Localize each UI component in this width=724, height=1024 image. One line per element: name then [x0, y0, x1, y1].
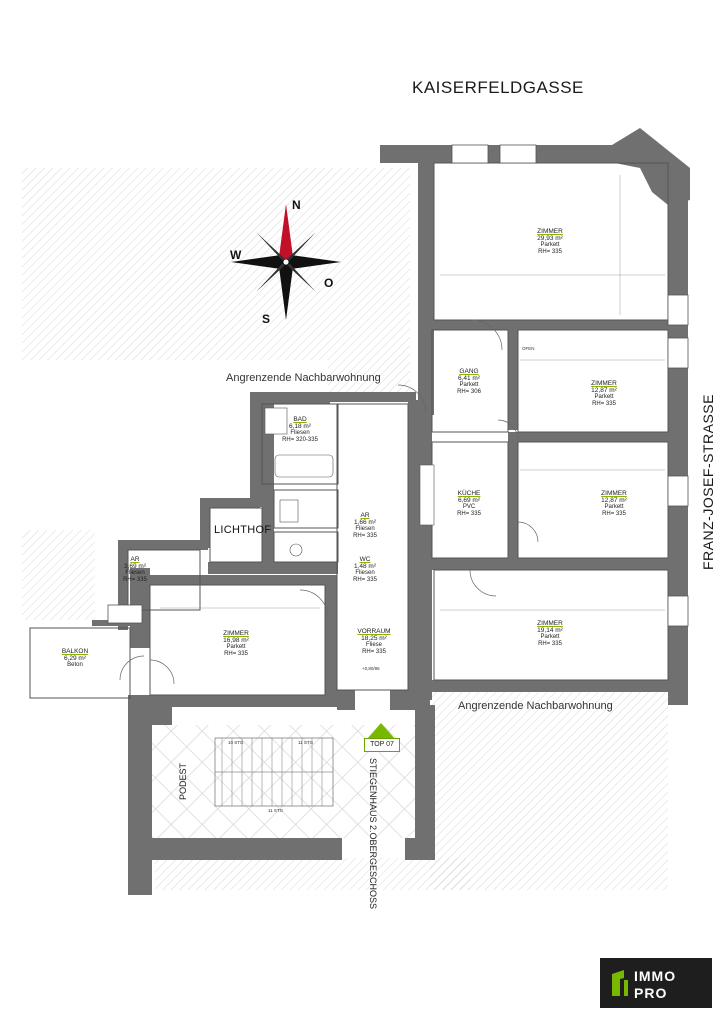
room-area: 1,66 m²	[353, 519, 377, 526]
entrance-marker-icon	[367, 723, 395, 739]
top-tag: TOP 07	[364, 738, 400, 752]
room-height: RH= 320-335	[282, 437, 318, 443]
stair-steps	[221, 738, 323, 806]
room-floor: Parkett	[540, 634, 560, 640]
room-floor: Parkett	[459, 382, 479, 388]
room-name: ZIMMER	[601, 490, 627, 497]
room-height: RH= 335	[592, 401, 616, 407]
room-kueche: KÜCHE 6,69 m² PVC RH= 335	[444, 490, 494, 518]
room-area: 18,25 m²	[361, 635, 387, 642]
room-zimmer-3: ZIMMER 12,87 m² Parkett RH= 335	[584, 490, 644, 518]
street-kaiserfeldgasse: KAISERFELDGASSE	[412, 78, 584, 97]
stairs-label: STIEGENHAUS 2.OBERGESCHOSS	[368, 758, 378, 910]
room-height: RH= 335	[362, 649, 386, 655]
room-height: RH= 335	[457, 511, 481, 517]
room-name: BAD	[293, 416, 307, 423]
neighbor-label-left: Angrenzende Nachbarwohnung	[226, 372, 381, 384]
stair-count-1: 10 STG	[228, 740, 244, 745]
room-zimmer-4: ZIMMER 16,98 m² Parkett RH= 335	[206, 630, 266, 658]
room-floor: Fliesen	[355, 526, 375, 532]
room-floor: Beton	[67, 662, 83, 668]
room-area: 29,93 m²	[537, 235, 563, 242]
lichthof-label: LICHTHOF	[214, 524, 272, 536]
room-name: VORRAUM	[357, 628, 391, 635]
room-floor: Parkett	[226, 644, 246, 650]
room-floor: PVC	[462, 504, 476, 510]
room-name: KÜCHE	[457, 490, 481, 497]
room-name: ZIMMER	[591, 380, 617, 387]
compass-west: W	[230, 248, 242, 262]
logo-mark-icon	[612, 970, 628, 996]
compass-north: N	[292, 198, 301, 212]
room-zimmer-1: ZIMMER 29,93 m² Parkett RH= 335	[520, 228, 580, 256]
room-area: 16,98 m²	[223, 637, 249, 644]
room-floor: Parkett	[594, 394, 614, 400]
stair-count-3: 11 STG	[268, 808, 284, 813]
room-wc: WC 1,48 m² Fliesen RH= 335	[340, 556, 390, 584]
room-area: 12,87 m²	[601, 497, 627, 504]
neighbor-area-stair-bottom	[155, 858, 470, 890]
podest-label: PODEST	[178, 762, 188, 800]
room-height: RH= 335	[224, 651, 248, 657]
room-height: RH= 306	[457, 389, 481, 395]
room-area: 6,18 m²	[288, 423, 312, 430]
room-name: ZIMMER	[537, 620, 563, 627]
immopro-logo: IMMO PRO	[600, 958, 712, 1008]
room-name: BALKON	[61, 648, 89, 655]
level-label: +0,80/86	[362, 666, 380, 671]
room-height: RH= 335	[123, 577, 147, 583]
room-area: 6,69 m²	[457, 497, 481, 504]
room-height: RH= 335	[353, 533, 377, 539]
room-name: AR	[360, 512, 370, 519]
room-height: RH= 335	[602, 511, 626, 517]
room-zimmer-5: ZIMMER 19,14 m² Parkett RH= 335	[520, 620, 580, 648]
room-area: 19,14 m²	[537, 627, 563, 634]
neighbor-area-left-lower	[22, 530, 95, 620]
room-floor: Fliesen	[290, 430, 310, 436]
room-floor: Parkett	[604, 504, 624, 510]
room-name: ZIMMER	[223, 630, 249, 637]
neighbor-area-left	[22, 168, 410, 392]
room-area: 12,87 m²	[591, 387, 617, 394]
room-bad: BAD 6,18 m² Fliesen RH= 320-335	[268, 416, 332, 444]
room-floor: Fliesen	[355, 570, 375, 576]
logo-line-2: PRO	[634, 985, 668, 1001]
room-area: 3,69 m²	[123, 563, 147, 570]
room-height: RH= 335	[538, 641, 562, 647]
room-name: ZIMMER	[537, 228, 563, 235]
room-area: 6,29 m²	[63, 655, 87, 662]
room-balkon: BALKON 6,29 m² Beton	[50, 648, 100, 669]
room-height: RH= 335	[538, 249, 562, 255]
room-floor: Fliesen	[125, 570, 145, 576]
room-ar-2: AR 3,69 m² Fliesen RH= 335	[110, 556, 160, 584]
compass-rose	[231, 204, 341, 320]
room-area: 1,48 m²	[353, 563, 377, 570]
room-name: AR	[130, 556, 140, 563]
street-franz-josef-strasse: FRANZ-JOSEF-STRASSE	[700, 394, 716, 570]
stair-count-2: 11 STG	[298, 740, 314, 745]
logo-line-1: IMMO	[634, 968, 677, 984]
neighbor-area-bottom	[430, 690, 668, 890]
compass-south: S	[262, 312, 271, 326]
room-ar-1: AR 1,66 m² Fliesen RH= 335	[340, 512, 390, 540]
room-zimmer-2: ZIMMER 12,87 m² Parkett RH= 335	[574, 380, 634, 408]
walls	[92, 128, 690, 895]
room-area: 6,41 m²	[457, 375, 481, 382]
room-floor: Parkett	[540, 242, 560, 248]
room-vorraum: VORRAUM 18,25 m² Fliese RH= 335	[346, 628, 402, 656]
room-name: GANG	[459, 368, 479, 375]
room-name: WC	[359, 556, 371, 563]
compass-east: O	[324, 276, 334, 290]
ofen-label: OFEN	[522, 346, 535, 351]
room-floor: Fliese	[365, 642, 382, 648]
room-gang: GANG 6,41 m² Parkett RH= 306	[444, 368, 494, 396]
neighbor-label-bottom: Angrenzende Nachbarwohnung	[458, 700, 613, 712]
room-height: RH= 335	[353, 577, 377, 583]
